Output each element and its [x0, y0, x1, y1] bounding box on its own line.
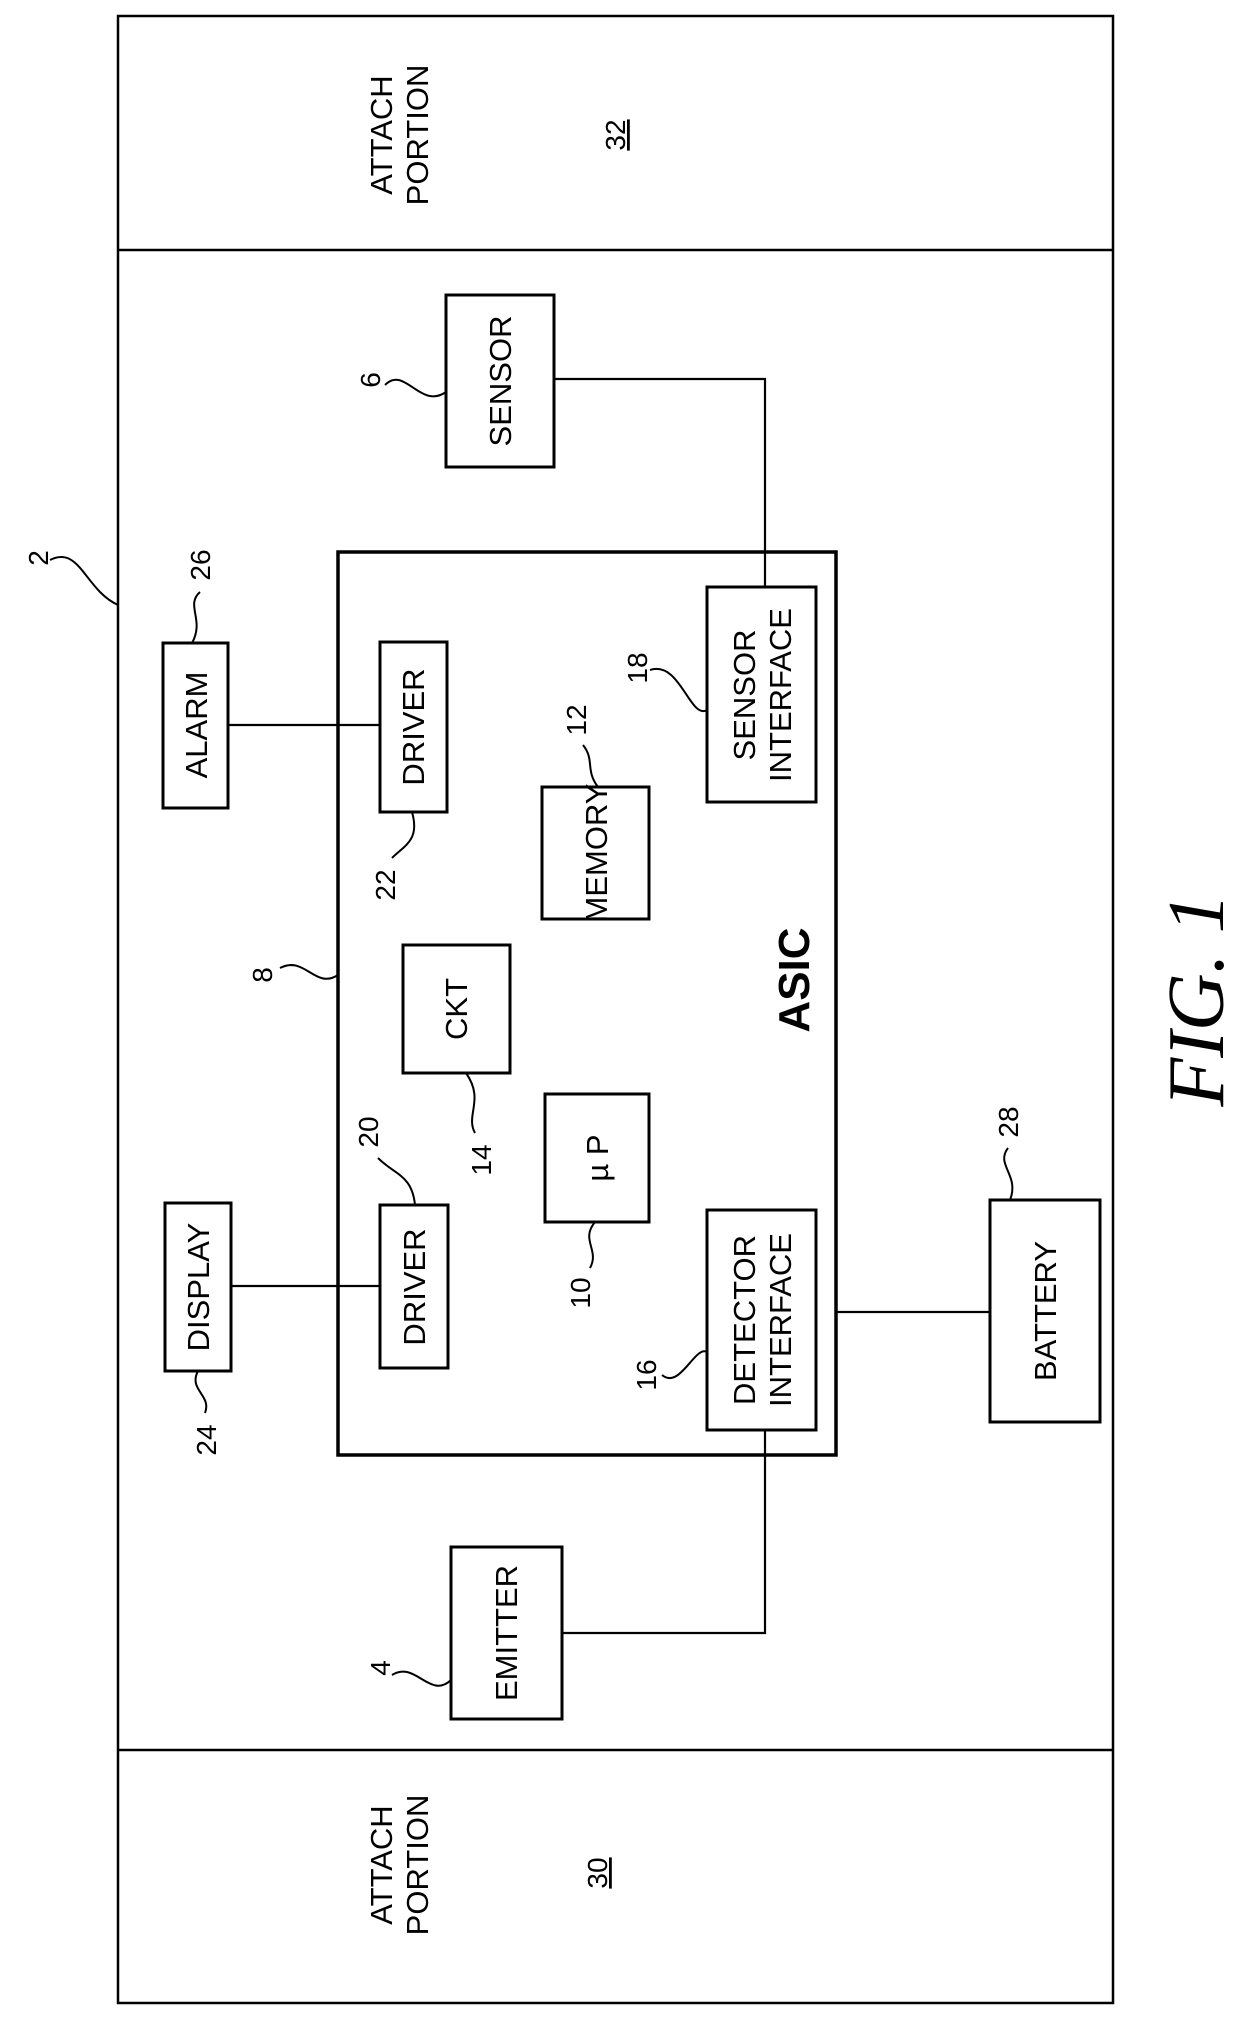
ckt-leader: [466, 1073, 475, 1133]
sensor-interface-ref-group: 18: [622, 652, 653, 683]
battery-leader: [1004, 1148, 1012, 1200]
driver-display-label-group: DRIVER: [397, 1228, 432, 1345]
emitter-ref-group: 4: [365, 1660, 396, 1676]
memory-label: MEMORY: [579, 784, 614, 923]
device-housing: [118, 16, 1113, 2003]
battery-ref-group: 28: [993, 1106, 1024, 1137]
emitter-ref: 4: [365, 1660, 396, 1676]
microprocessor-leader: [589, 1222, 595, 1268]
emitter-wire: [562, 1430, 765, 1633]
sensor-interface-line2: INTERFACE: [763, 608, 798, 782]
microprocessor-ref: 10: [565, 1277, 596, 1308]
sensor-interface-leader: [650, 669, 707, 711]
detector-interface-ref-group: 16: [631, 1359, 662, 1390]
attach-top-ref: 32: [600, 119, 631, 150]
sensor-ref-group: 6: [355, 372, 386, 388]
driver-alarm-label: DRIVER: [396, 668, 431, 785]
detector-interface-leader: [662, 1351, 707, 1378]
alarm-ref-group: 26: [185, 549, 216, 580]
attach-top-line2: PORTION: [400, 65, 435, 206]
attach-top-ref-group: 32: [600, 119, 631, 150]
asic-ref-group: 8: [247, 967, 278, 983]
sensor-interface-label-group: SENSOR INTERFACE: [727, 608, 798, 782]
figure-caption-group: FIG. 1: [1153, 893, 1240, 1107]
emitter-label: EMITTER: [489, 1565, 524, 1701]
attach-top-line1: ATTACH: [364, 75, 399, 194]
display-label-group: DISPLAY: [181, 1223, 216, 1352]
sensor-wire: [554, 379, 765, 590]
battery-label-group: BATTERY: [1028, 1241, 1063, 1381]
microprocessor-label-group: µ P: [580, 1134, 615, 1181]
sensor-label-group: SENSOR: [483, 316, 518, 447]
microprocessor-ref-group: 10: [565, 1277, 596, 1308]
driver-alarm-ref: 22: [370, 869, 401, 900]
asic-ref: 8: [247, 967, 278, 983]
ckt-label-group: CKT: [439, 978, 474, 1040]
memory-ref: 12: [561, 704, 592, 735]
ckt-ref: 14: [466, 1144, 497, 1175]
memory-label-group: MEMORY: [579, 784, 614, 923]
driver-display-leader: [378, 1158, 415, 1205]
attach-bottom-ref-group: 30: [582, 1857, 613, 1888]
driver-display-ref-group: 20: [353, 1116, 384, 1147]
asic-leader: [280, 965, 338, 979]
sensor-interface-line1: SENSOR: [727, 630, 762, 761]
sensor-ref: 6: [355, 372, 386, 388]
device-ref: 2: [23, 550, 54, 566]
detector-interface-line1: DETECTOR: [727, 1235, 762, 1405]
device-ref-group: 2: [23, 550, 54, 566]
driver-alarm-leader: [392, 812, 414, 858]
driver-alarm-ref-group: 22: [370, 869, 401, 900]
alarm-leader: [192, 592, 200, 643]
display-label: DISPLAY: [181, 1223, 216, 1352]
driver-display-ref: 20: [353, 1116, 384, 1147]
ckt-ref-group: 14: [466, 1144, 497, 1175]
sensor-label: SENSOR: [483, 316, 518, 447]
alarm-label: ALARM: [179, 672, 214, 779]
driver-display-label: DRIVER: [397, 1228, 432, 1345]
memory-ref-group: 12: [561, 704, 592, 735]
asic-label: ASIC: [770, 927, 819, 1032]
emitter-leader: [392, 1672, 451, 1686]
asic-label-group: ASIC: [770, 927, 819, 1032]
display-ref-group: 24: [191, 1424, 222, 1455]
detector-interface-line2: INTERFACE: [763, 1233, 798, 1407]
memory-leader: [583, 745, 598, 787]
attach-bottom-ref: 30: [582, 1857, 613, 1888]
attach-bottom-line2: PORTION: [400, 1795, 435, 1936]
emitter-label-group: EMITTER: [489, 1565, 524, 1701]
driver-alarm-label-group: DRIVER: [396, 668, 431, 785]
battery-label: BATTERY: [1028, 1241, 1063, 1381]
attach-portion-bottom: ATTACH PORTION: [364, 1795, 435, 1936]
attach-portion-top: ATTACH PORTION: [364, 65, 435, 206]
alarm-label-group: ALARM: [179, 672, 214, 779]
display-leader: [196, 1371, 207, 1413]
sensor-leader: [385, 380, 446, 397]
display-ref: 24: [191, 1424, 222, 1455]
device-leader: [50, 557, 118, 605]
sensor-interface-ref: 18: [622, 652, 653, 683]
attach-bottom-line1: ATTACH: [364, 1805, 399, 1924]
alarm-ref: 26: [185, 549, 216, 580]
microprocessor-label: µ P: [580, 1134, 615, 1181]
detector-interface-ref: 16: [631, 1359, 662, 1390]
detector-interface-label-group: DETECTOR INTERFACE: [727, 1233, 798, 1407]
battery-ref: 28: [993, 1106, 1024, 1137]
ckt-label: CKT: [439, 978, 474, 1040]
figure-caption: FIG. 1: [1153, 893, 1240, 1107]
